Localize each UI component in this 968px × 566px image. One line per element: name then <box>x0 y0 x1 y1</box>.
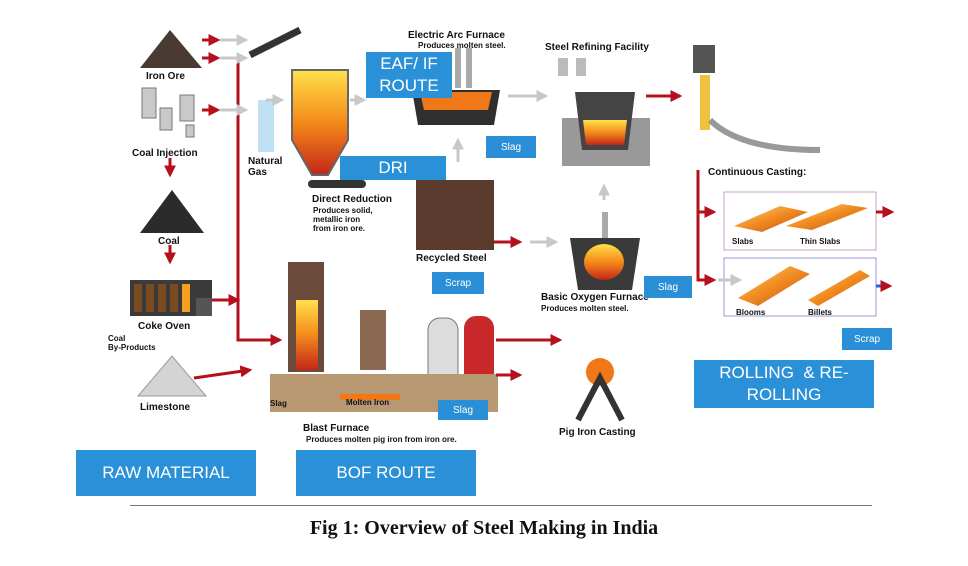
limestone-pile-icon <box>136 355 208 397</box>
direct-reduction-sub-label: Produces solid, metallic iron from iron … <box>313 206 373 233</box>
caption-divider <box>130 505 872 506</box>
figure-caption: Fig 1: Overview of Steel Making in India <box>309 517 659 539</box>
natural-gas-icon <box>258 100 274 152</box>
coal-injection-label: Coal Injection <box>132 148 198 159</box>
red-flow-arrows <box>164 34 895 381</box>
scrap-tag-right: Scrap <box>842 328 892 350</box>
iron-ore-pile-icon <box>140 30 202 68</box>
bof-route-banner: BOF ROUTE <box>296 450 476 496</box>
iron-ore-label: Iron Ore <box>146 71 185 82</box>
blast-furnace-label: Blast Furnace <box>303 423 370 434</box>
steel-refining-icon <box>558 58 650 166</box>
bof-sub-label: Produces molten steel. <box>541 304 629 313</box>
coal-injection-icon <box>141 87 195 138</box>
blooms-bar-icon <box>738 266 810 306</box>
scrap-tag: Scrap <box>432 272 484 294</box>
recycled-steel-image <box>416 180 494 250</box>
eaf-sub-label: Produces molten steel. <box>418 41 506 50</box>
bf-slag-label: Slag <box>270 399 287 408</box>
grey-flow-arrows <box>220 34 743 286</box>
eaf-label: Electric Arc Furnace <box>408 30 505 41</box>
coke-oven-icon <box>130 280 212 316</box>
coke-oven-label: Coke Oven <box>138 321 191 332</box>
continuous-casting-label: Continuous Casting: <box>708 167 807 178</box>
rolling-banner: ROLLING & RE- ROLLING <box>694 360 874 408</box>
slabs-bar-icon <box>734 206 808 232</box>
blooms-label: Blooms <box>736 308 766 317</box>
steel-refining-label: Steel Refining Facility <box>545 42 649 53</box>
coal-byproducts-label: Coal By-Products <box>108 334 156 352</box>
eaf-if-route-banner: EAF/ IF ROUTE <box>366 52 452 98</box>
slabs-label: Slabs <box>732 237 754 246</box>
billets-label: Billets <box>808 308 833 317</box>
blast-furnace-sub-label: Produces molten pig iron from iron ore. <box>306 435 457 444</box>
direct-reduction-label: Direct Reduction <box>312 194 393 205</box>
thin-slabs-label: Thin Slabs <box>800 237 841 246</box>
billets-bar-icon <box>808 270 870 306</box>
bof-icon <box>570 212 640 290</box>
slag-tag-bf: Slag <box>438 400 488 420</box>
bof-label: Basic Oxygen Furnace <box>541 292 649 303</box>
natural-gas-label: Natural Gas <box>248 156 283 178</box>
coal-label: Coal <box>158 236 180 247</box>
coal-pile-icon <box>140 190 204 233</box>
conveyor-icon <box>248 26 302 59</box>
slag-tag-bof: Slag <box>644 276 692 298</box>
direct-reduction-icon <box>291 69 349 176</box>
dri-conveyor-icon <box>308 180 366 188</box>
limestone-label: Limestone <box>140 402 191 413</box>
slag-tag-eaf: Slag <box>486 136 536 158</box>
thin-slabs-bar-icon <box>786 204 868 230</box>
recycled-steel-label: Recycled Steel <box>416 253 487 264</box>
molten-iron-label: Molten Iron <box>346 398 390 407</box>
dri-banner: DRI <box>340 156 446 180</box>
raw-material-banner: RAW MATERIAL <box>76 450 256 496</box>
pig-iron-label: Pig Iron Casting <box>559 427 636 438</box>
continuous-casting-icon <box>693 45 821 153</box>
pig-iron-casting-icon <box>575 358 625 422</box>
